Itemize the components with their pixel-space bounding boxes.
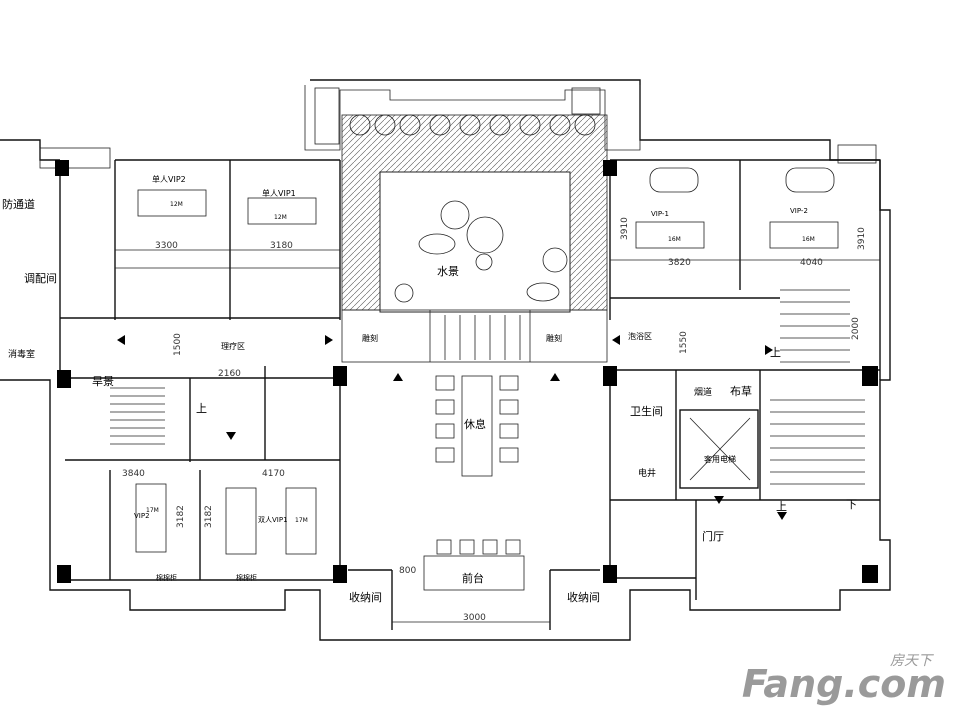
bed-size-label: 16M	[802, 236, 815, 243]
courtyard	[341, 114, 608, 363]
room-label: 单人VIP1	[262, 188, 296, 198]
dimension-label: 4040	[800, 258, 823, 268]
dimension-label: 2160	[218, 369, 241, 379]
watermark: 房天下 Fang.com	[741, 653, 946, 706]
room-label: 收纳间	[349, 590, 382, 604]
elevator-icon	[679, 409, 759, 489]
dimension-label: 2000	[851, 317, 861, 340]
dimension-label: 3910	[857, 227, 867, 250]
room-labels: 防通道 调配间 消毒室 单人VIP2 单人VIP1 理疗区 水景 雕刻 雕刻 V…	[2, 174, 808, 604]
stair-down-label: 下	[846, 498, 857, 511]
watermark-top: 房天下	[890, 653, 932, 669]
dimension-label: 4170	[262, 469, 285, 479]
watermark-logo: Fang.com	[741, 662, 946, 706]
bed-size-label: 17M	[146, 507, 159, 514]
structural-columns	[55, 160, 878, 583]
stair-labels: 上 上 上 下	[196, 346, 857, 513]
room-label: 旱景	[92, 375, 114, 388]
room-label: 收纳间	[567, 590, 600, 604]
room-label: 门厅	[702, 529, 724, 543]
room-label: 理疗区	[221, 341, 245, 351]
dimension-labels: 3300 3180 3910 3820 4040 3910 1500 2160 …	[122, 217, 867, 623]
bed-size-label: 16M	[668, 236, 681, 243]
interior-walls	[59, 159, 881, 630]
room-label: 休息	[464, 417, 486, 431]
bed-size-label: 12M	[170, 201, 183, 208]
dimension-label: 3840	[122, 469, 145, 479]
lounge-seating	[435, 375, 519, 477]
room-label: 棉棉柜	[236, 573, 257, 582]
room-label: 布草	[730, 385, 752, 398]
room-label: 客用电梯	[704, 454, 736, 464]
room-label: 雕刻	[362, 333, 378, 343]
room-label: VIP-1	[651, 210, 669, 218]
dimension-label: 3300	[155, 241, 178, 251]
reception-stools	[436, 539, 521, 555]
bed-size-label: 17M	[295, 517, 308, 524]
room-label: 前台	[462, 571, 484, 585]
dimension-label: 3182	[204, 505, 214, 528]
stair-up-label: 上	[776, 500, 787, 513]
room-label: 泡浴区	[628, 331, 652, 341]
dimension-label: 3180	[270, 241, 293, 251]
dimension-label: 3182	[176, 505, 186, 528]
dimension-label: 1550	[679, 331, 689, 354]
stair-up-label: 上	[196, 402, 207, 415]
room-label: 水景	[437, 265, 459, 278]
palm-tree-icon	[349, 114, 596, 273]
stairs-right	[770, 289, 865, 485]
direction-arrows	[117, 335, 787, 520]
room-label: 双人VIP1	[258, 516, 288, 524]
room-label: 防通道	[2, 197, 35, 211]
room-label: 电井	[638, 467, 656, 479]
dimension-label: 3820	[668, 258, 691, 268]
dimension-label: 800	[399, 566, 416, 576]
room-label: 调配间	[24, 272, 57, 285]
stair-up-label: 上	[770, 346, 781, 359]
dimension-label: 1500	[173, 333, 183, 356]
room-label: 卫生间	[630, 404, 663, 418]
room-label: 雕刻	[546, 333, 562, 343]
room-label: 烟道	[694, 386, 712, 398]
furniture	[135, 167, 839, 555]
dimension-label: 3910	[620, 217, 630, 240]
room-label: 棉棉柜	[156, 573, 177, 582]
bed-labels: 12M 12M 16M 16M 17M 17M	[146, 201, 815, 524]
stairs-left	[110, 387, 165, 445]
bed-size-label: 12M	[274, 214, 287, 221]
room-label: VIP-2	[790, 207, 808, 215]
room-label: VIP2	[134, 512, 150, 520]
room-label: 消毒室	[8, 348, 35, 360]
room-label: 单人VIP2	[152, 174, 186, 184]
dimension-label: 3000	[463, 613, 486, 623]
